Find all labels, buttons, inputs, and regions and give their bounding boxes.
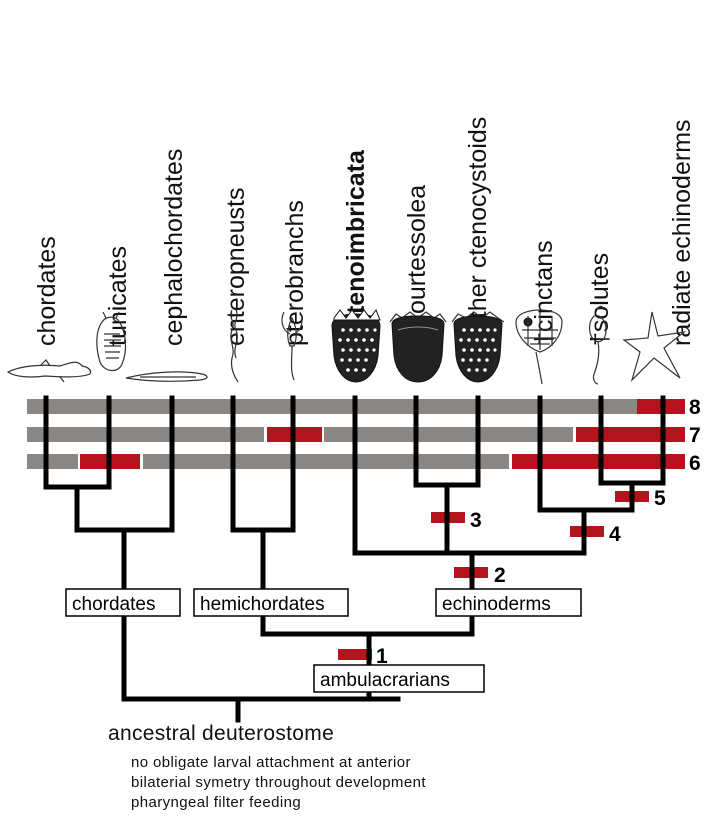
other-ctenocystoids-illustration <box>451 311 505 383</box>
enteropneust-illustration <box>230 309 239 383</box>
taxon-label-radiate-echinoderms: radiate echinoderms <box>668 119 696 346</box>
branch-ctenoimbricata <box>352 395 587 556</box>
tunicate-illustration <box>96 311 127 372</box>
solute-illustration <box>588 305 607 385</box>
character-bar-7 <box>576 427 685 442</box>
character-number-6: 6 <box>689 452 701 475</box>
root-title: ancestral deuterostome <box>108 722 335 745</box>
branch-hemichordate-stem-lower <box>260 612 475 637</box>
character-number-1: 1 <box>376 645 388 668</box>
character-number-7: 7 <box>689 424 701 447</box>
grey-bar-row-7-left <box>27 427 264 442</box>
taxon-label-cephalochordates: cephalochordates <box>160 149 188 346</box>
clade-box-hemichordates: hemichordates <box>193 588 349 617</box>
taxon-label-solutes: †solutes <box>586 253 614 346</box>
root-character-3: pharyngeal filter feeding <box>131 794 302 811</box>
clade-label-ambulacrarians: ambulacrarians <box>320 670 450 691</box>
clade-box-ambulacrarians: ambulacrarians <box>313 664 485 693</box>
clade-box-chordates: chordates <box>65 588 181 617</box>
taxon-label-other-ctenocystoids: †other ctenocystoids <box>464 117 492 346</box>
ctenoimbricata-illustration <box>331 308 381 383</box>
branch-solute-stem <box>581 480 635 513</box>
clade-label-echinoderms: echinoderms <box>442 594 551 615</box>
clade-label-chordates: chordates <box>72 594 155 615</box>
taxon-label-chordates: chordates <box>33 236 61 346</box>
character-number-4: 4 <box>609 523 621 546</box>
character-number-8: 8 <box>689 396 701 419</box>
clade-box-echinoderms: echinoderms <box>435 588 582 617</box>
courtessolea-illustration <box>389 311 447 383</box>
character-bar-4 <box>570 526 604 537</box>
radiate-echinoderm-illustration <box>622 311 687 383</box>
root-character-1: no obligate larval attachment at anterio… <box>131 754 411 771</box>
cinctan-illustration <box>515 309 563 385</box>
clade-label-hemichordates: hemichordates <box>200 594 325 615</box>
taxon-label-tunicates: tunicates <box>104 246 132 346</box>
root-character-2: bilaterial symetry throughout developmen… <box>131 774 426 791</box>
grey-bar-row-8 <box>27 399 637 414</box>
character-numbers: 8 7 6 5 4 3 2 1 <box>376 396 701 668</box>
tree-branches <box>43 395 666 723</box>
organism-illustrations <box>6 305 687 385</box>
character-number-3: 3 <box>470 509 482 532</box>
pterobranch-illustration <box>281 311 303 381</box>
taxon-label-enteropneusts: enteropneusts <box>222 188 250 346</box>
character-number-5: 5 <box>654 487 666 510</box>
chordate-illustration <box>6 359 92 383</box>
character-bar-1 <box>338 649 372 660</box>
branch-chordate <box>43 395 112 490</box>
grey-bar-row-6-left <box>27 454 78 469</box>
cephalochordate-illustration <box>125 371 208 382</box>
taxon-labels: chordates tunicates cephalochordates ent… <box>33 117 696 346</box>
character-number-2: 2 <box>494 564 506 587</box>
taxon-label-cinctans: †cinctans <box>530 240 558 346</box>
taxon-label-pterobranchs: pterobranchs <box>281 200 309 346</box>
grey-bar-row-7-right <box>324 427 573 442</box>
grey-bar-row-6-right <box>143 454 509 469</box>
